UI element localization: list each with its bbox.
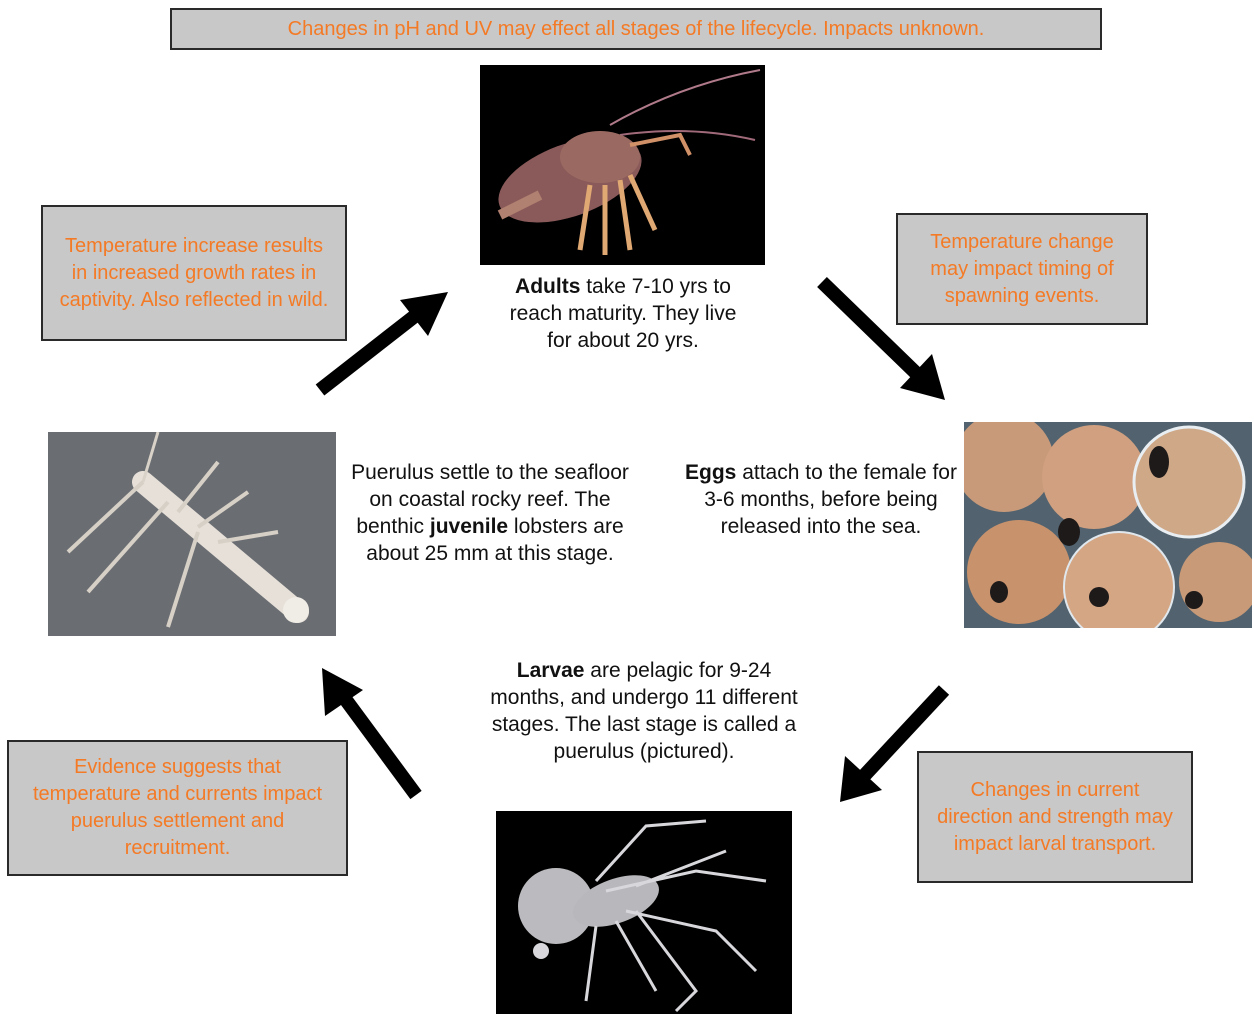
arrow-to-eggs: [822, 282, 945, 400]
arrow-to-larvae: [840, 690, 944, 802]
juvenile-caption: Puerulus settle to the seafloor on coast…: [346, 459, 634, 567]
eggs-caption: Eggs attach to the female for 3-6 months…: [676, 459, 966, 540]
larvae-term: Larvae: [517, 659, 585, 682]
eggs-term: Eggs: [685, 461, 736, 484]
arrow-to-juvenile: [322, 668, 416, 795]
juvenile-term: juvenile: [430, 515, 508, 538]
arrow-to-adults: [320, 292, 448, 390]
larvae-caption: Larvae are pelagic for 9-24 months, and …: [478, 657, 810, 765]
eggs-text: attach to the female for 3-6 months, bef…: [704, 461, 957, 538]
adults-caption: Adults take 7-10 yrs to reach maturity. …: [497, 273, 749, 354]
adults-term: Adults: [515, 275, 580, 298]
